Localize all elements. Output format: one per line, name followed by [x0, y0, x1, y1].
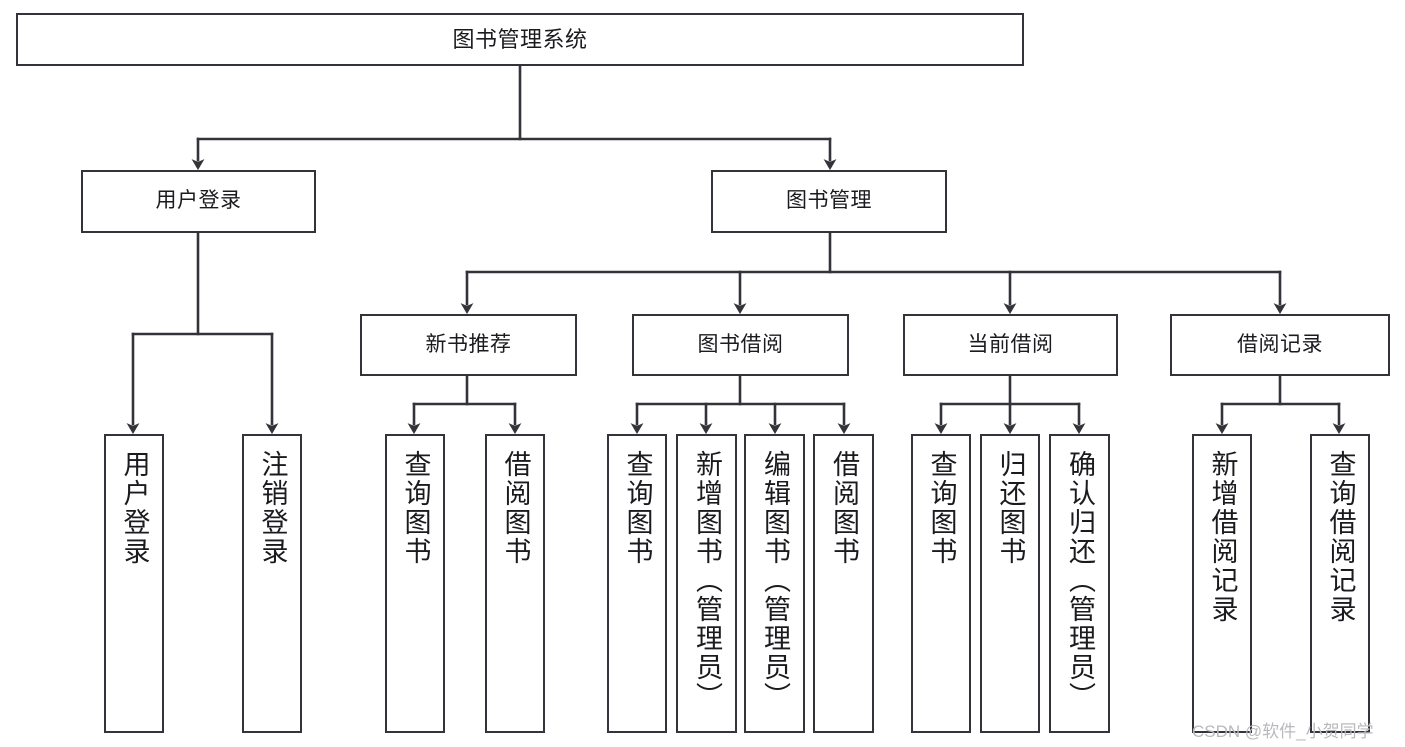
leaf-borrow-book-1[interactable]: 借阅图书 — [485, 434, 545, 733]
leaf-user-login[interactable]: 用户登录 — [104, 434, 164, 733]
node-label: 图书借阅 — [697, 332, 784, 356]
node-borrow-record[interactable]: 借阅记录 — [1170, 314, 1390, 376]
leaf-query-book-3[interactable]: 查询图书 — [911, 434, 971, 733]
node-label: 新增图书（管理员） — [692, 450, 722, 711]
leaf-add-book[interactable]: 新增图书（管理员） — [676, 434, 737, 733]
node-label: 查询图书 — [926, 450, 957, 566]
node-label: 借阅图书 — [829, 450, 859, 566]
node-label: 新增借阅记录 — [1207, 450, 1238, 624]
leaf-query-book-1[interactable]: 查询图书 — [385, 434, 445, 733]
node-label: 图书管理 — [786, 189, 872, 213]
leaf-user-logout[interactable]: 注销登录 — [242, 434, 302, 733]
node-current-borrow[interactable]: 当前借阅 — [903, 314, 1118, 376]
csdn-watermark: CSDN @软件_小贺同学 — [1192, 722, 1374, 741]
node-label: 确认归还（管理员） — [1065, 450, 1095, 711]
node-user-login[interactable]: 用户登录 — [81, 170, 316, 233]
node-label: 借阅图书 — [500, 450, 531, 566]
node-label: 当前借阅 — [967, 332, 1054, 356]
node-label: 图书管理系统 — [452, 26, 588, 52]
node-label: 归还图书 — [995, 450, 1026, 566]
node-new-book-rec[interactable]: 新书推荐 — [360, 314, 577, 376]
leaf-add-record[interactable]: 新增借阅记录 — [1192, 434, 1252, 733]
node-label: 用户登录 — [119, 450, 150, 566]
node-label: 查询图书 — [400, 450, 431, 566]
node-label: 查询借阅记录 — [1325, 450, 1356, 624]
node-label: 编辑图书（管理员） — [760, 450, 790, 711]
leaf-borrow-book-2[interactable]: 借阅图书 — [813, 434, 874, 733]
node-label: 新书推荐 — [425, 332, 512, 356]
node-book-manage[interactable]: 图书管理 — [711, 170, 947, 233]
leaf-edit-book[interactable]: 编辑图书（管理员） — [744, 434, 805, 733]
node-label: 用户登录 — [155, 189, 242, 213]
node-root-system[interactable]: 图书管理系统 — [16, 13, 1024, 66]
node-label: 查询图书 — [622, 450, 653, 566]
node-label: 注销登录 — [257, 450, 288, 566]
node-label: 借阅记录 — [1237, 332, 1323, 356]
leaf-confirm-return[interactable]: 确认归还（管理员） — [1049, 434, 1110, 733]
node-book-borrow[interactable]: 图书借阅 — [632, 314, 849, 376]
leaf-query-record[interactable]: 查询借阅记录 — [1310, 434, 1370, 733]
leaf-query-book-2[interactable]: 查询图书 — [607, 434, 667, 733]
leaf-return-book[interactable]: 归还图书 — [980, 434, 1040, 733]
